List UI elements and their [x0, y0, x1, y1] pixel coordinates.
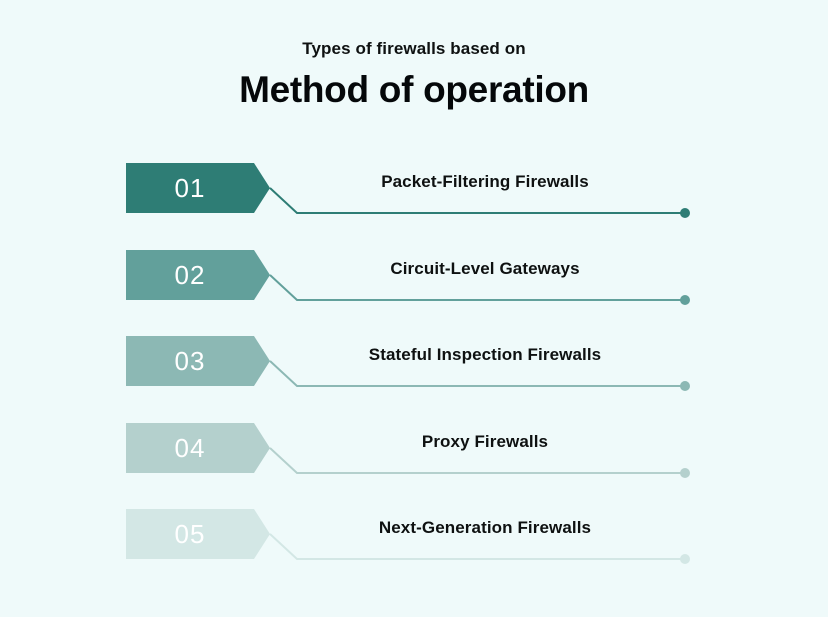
step-connector-line: [269, 533, 685, 560]
step-connector-line: [269, 446, 685, 474]
step-label: Next-Generation Firewalls: [378, 518, 592, 537]
step-connector-line: [269, 187, 685, 214]
step-arrow-shape: [126, 422, 270, 473]
step-endpoint-dot: [680, 208, 690, 218]
step-label: Proxy Firewalls: [421, 431, 549, 451]
step-arrow-shape: [126, 336, 270, 386]
step-arrow-shape: [126, 249, 270, 300]
page-title: Method of operation: [239, 69, 589, 110]
step-endpoint-dot: [680, 554, 690, 564]
step-arrow-shape: [126, 509, 270, 559]
step-graphic: [126, 509, 690, 564]
step-label: Packet-Filtering Firewalls: [381, 172, 589, 191]
step-connector-line: [269, 273, 685, 301]
step-graphic: [126, 336, 690, 391]
step-graphic: [126, 163, 690, 218]
step-connector-line: [269, 360, 685, 387]
step-endpoint-dot: [680, 467, 690, 478]
eyebrow-text: Types of firewalls based on: [302, 39, 526, 58]
step-endpoint-dot: [680, 294, 690, 305]
step-endpoint-dot: [680, 381, 690, 391]
step-label: Circuit-Level Gateways: [390, 258, 580, 278]
step-arrow-shape: [126, 163, 270, 213]
step-graphic: [126, 249, 690, 305]
header: Types of firewalls based on Method of op…: [0, 38, 828, 114]
step-label: Stateful Inspection Firewalls: [368, 345, 602, 364]
step-graphic: [126, 422, 690, 478]
